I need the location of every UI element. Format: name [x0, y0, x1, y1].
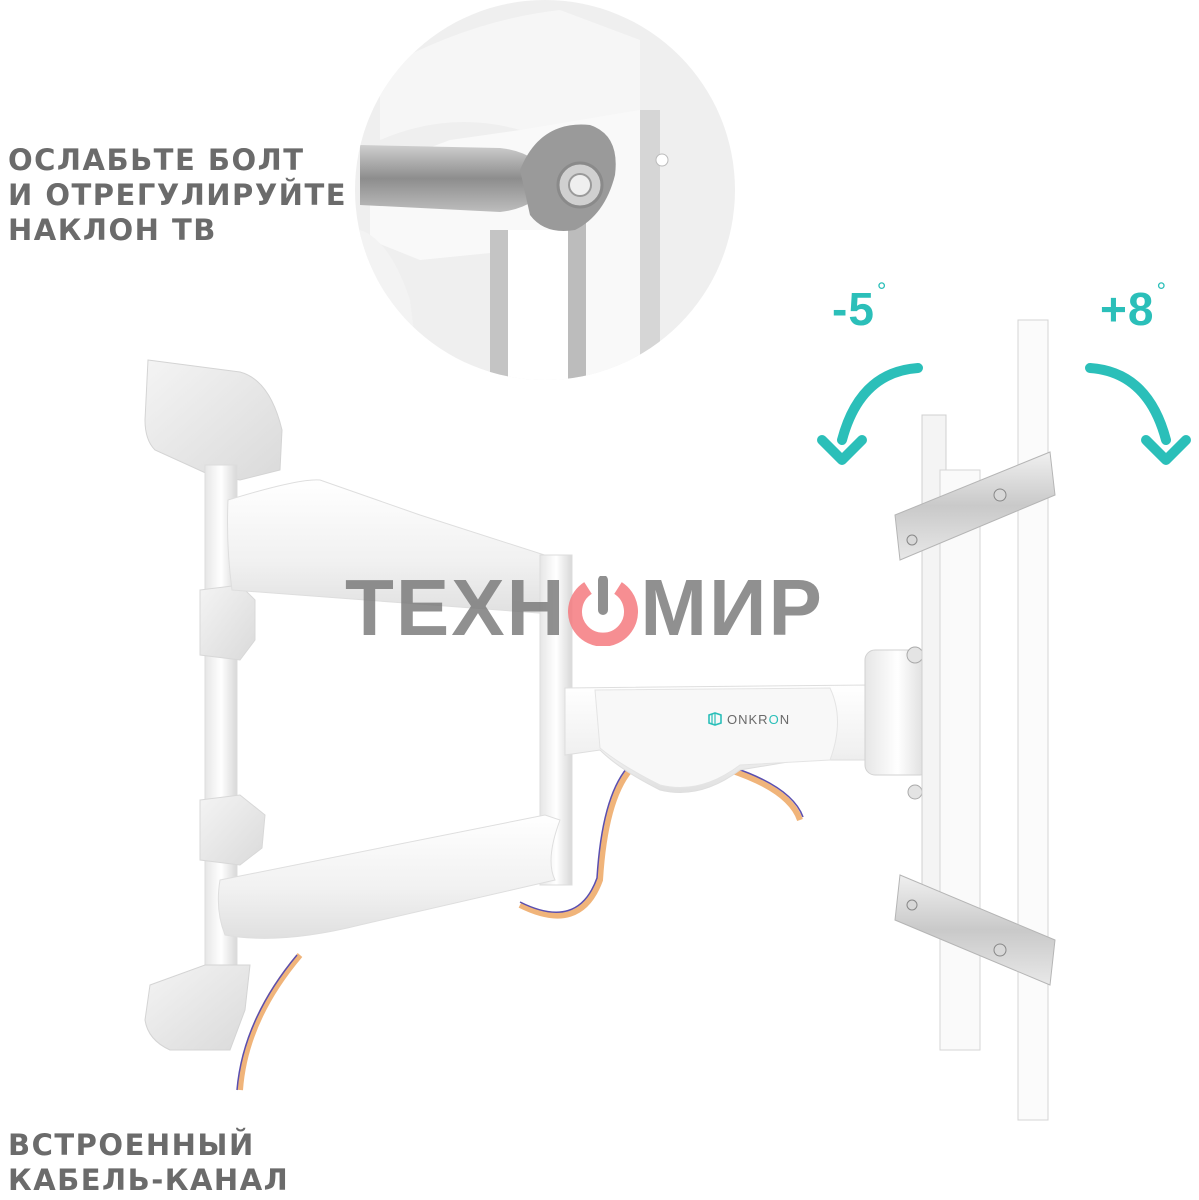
tilt-angle-minus: -5°	[832, 278, 888, 336]
power-icon	[568, 573, 639, 647]
brand-logo: ONKRON	[707, 710, 790, 729]
watermark-text-right: МИР	[640, 563, 824, 652]
tilt-angle-plus: +8°	[1100, 278, 1167, 336]
bolt-detail-closeup	[355, 0, 735, 380]
caption-line: ВСТРОЕННЫЙ	[8, 1128, 255, 1162]
tilt-joint	[864, 649, 931, 776]
onkron-cube-icon	[707, 710, 723, 729]
tilt-angle-value: -5	[832, 283, 875, 335]
caption-cable-channel: ВСТРОЕННЫЙ КАБЕЛЬ-КАНАЛ	[8, 1128, 289, 1198]
lower-arm	[217, 814, 561, 939]
tilt-angle-value: +8	[1100, 283, 1155, 335]
wall-plate-bottom	[144, 964, 251, 1051]
watermark-text-left: ТЕХН	[345, 563, 567, 652]
degree-symbol: °	[1156, 278, 1168, 305]
tv-bracket-frame	[939, 469, 981, 1051]
curved-arrow-counterclockwise-icon	[817, 363, 923, 465]
brand-name: ONKRON	[727, 712, 791, 727]
caption-loosen-bolt: ОСЛАБЬТЕ БОЛТ И ОТРЕГУЛИРУЙТЕ НАКЛОН ТВ	[8, 143, 347, 248]
caption-line: И ОТРЕГУЛИРУЙТЕ	[8, 178, 348, 212]
top-rail	[894, 451, 1056, 561]
bottom-rail	[894, 874, 1056, 986]
degree-symbol: °	[876, 278, 888, 305]
caption-line: КАБЕЛЬ-КАНАЛ	[8, 1163, 290, 1197]
wall-plate-top	[144, 359, 283, 481]
cable-channel	[237, 953, 303, 1091]
caption-line: НАКЛОН ТВ	[8, 213, 217, 247]
caption-line: ОСЛАБЬТЕ БОЛТ	[8, 143, 305, 177]
curved-arrow-clockwise-icon	[1085, 363, 1191, 465]
tv-bracket-right-upright	[1017, 319, 1049, 1121]
watermark-logo: ТЕХН МИР	[345, 563, 824, 652]
